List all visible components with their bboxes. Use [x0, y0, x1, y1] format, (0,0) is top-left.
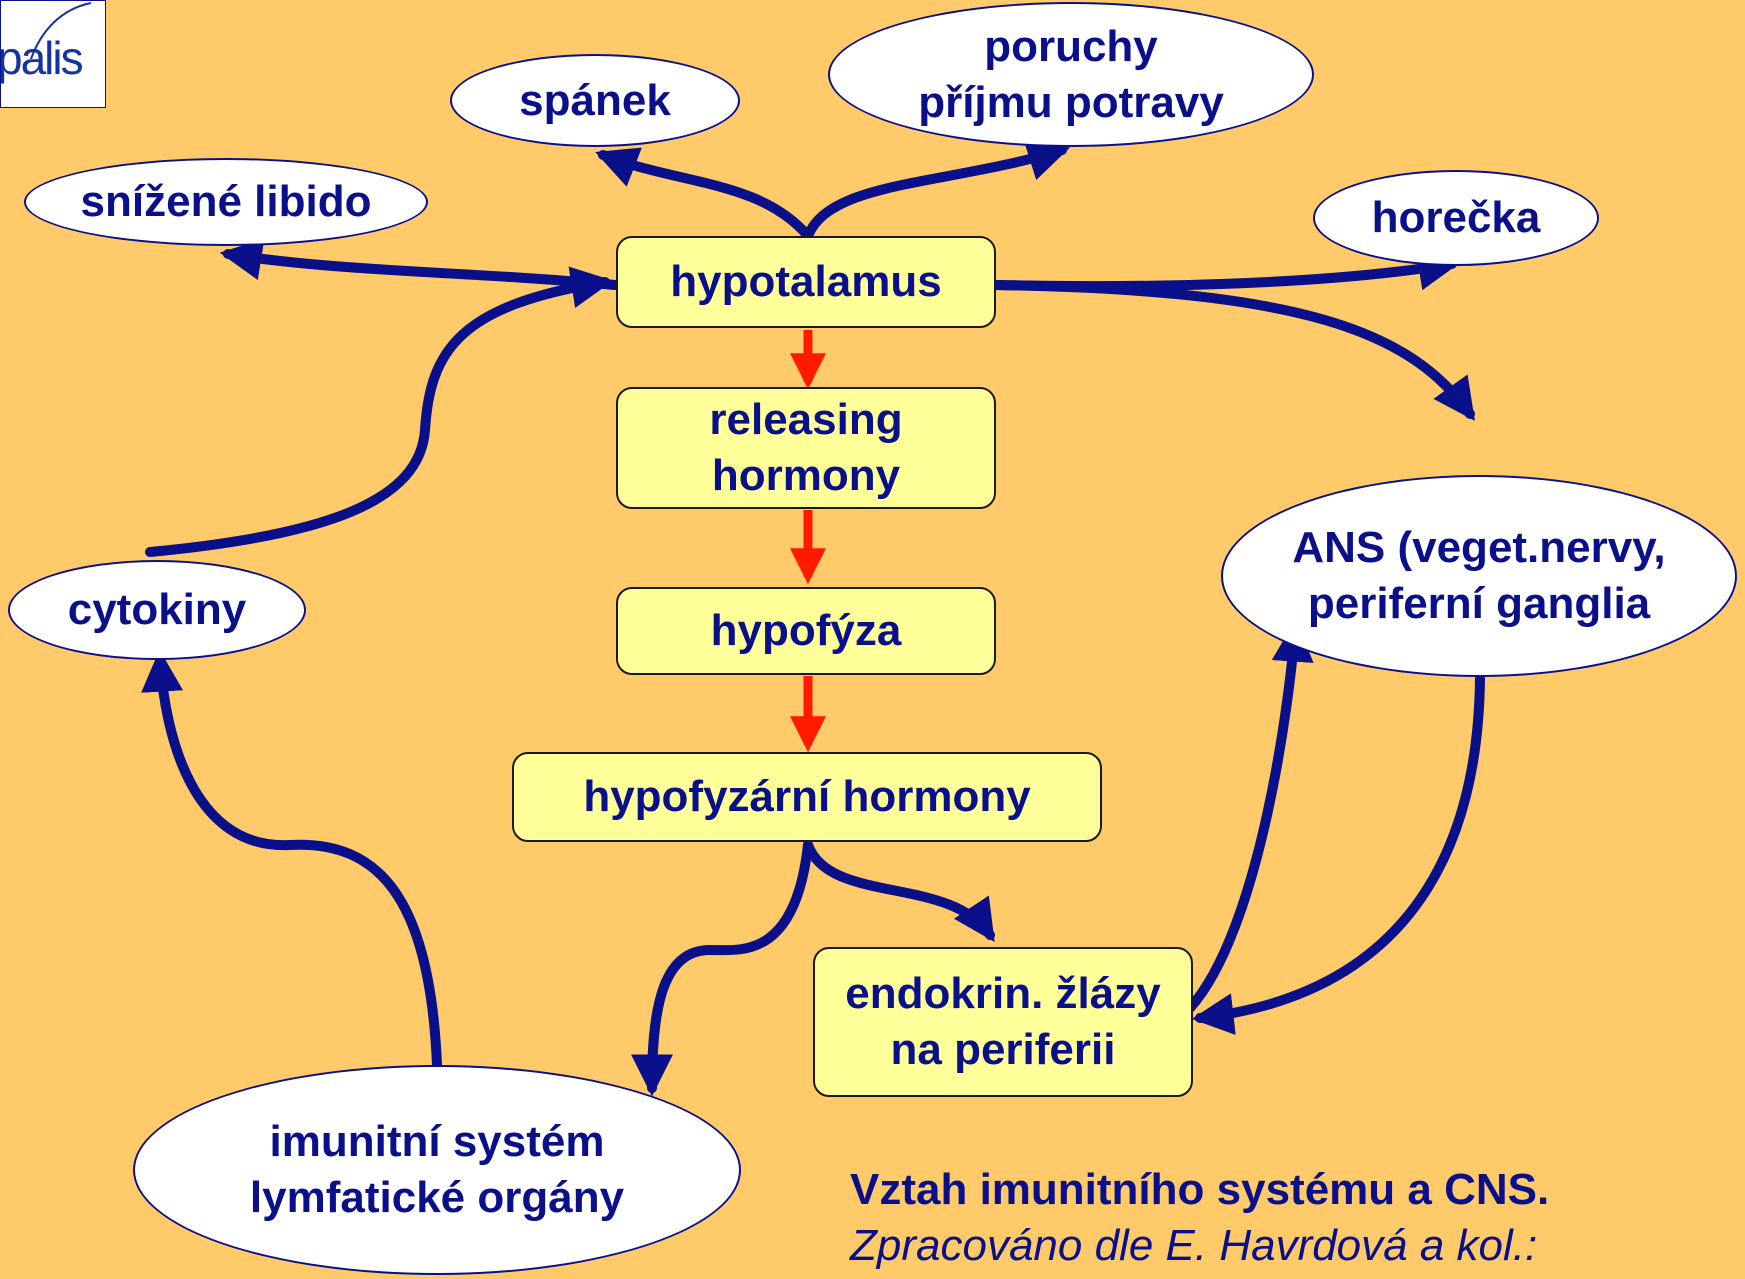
caption-title: Vztah imunitního systému a CNS. — [850, 1165, 1550, 1214]
node-releasing-hormony: releasing hormony — [616, 387, 996, 509]
node-spanek: spánek — [450, 54, 740, 147]
node-horecka: horečka — [1313, 170, 1599, 266]
node-spanek-label: spánek — [519, 75, 671, 125]
arrow-endokrin-to-ans — [1185, 619, 1314, 1013]
node-imunitni-line2: lymfatické orgány — [249, 1173, 625, 1222]
node-hypotalamus-label: hypotalamus — [670, 257, 942, 306]
arrow-imunitni-to-cytokiny — [141, 649, 442, 1070]
node-ans: ANS (veget.nervy, periferní ganglia — [1221, 475, 1737, 677]
logo-text: palis — [0, 32, 84, 84]
caption-source: Zpracováno dle E. Havrdová a kol.: — [850, 1221, 1538, 1270]
arrow-hypotalamus-to-poruchy — [803, 139, 1071, 241]
arrow-hypofyzarni-to-imunitni — [631, 840, 813, 1097]
node-ans-line1: ANS (veget.nervy, — [1292, 523, 1666, 572]
node-hypofyza: hypofýza — [616, 587, 996, 675]
node-poruchy-prijmu-potravy: poruchy příjmu potravy — [828, 2, 1314, 147]
node-cytokiny-label: cytokiny — [67, 585, 247, 634]
node-poruchy-line2: příjmu potravy — [918, 77, 1224, 127]
node-ans-line2: periferní ganglia — [1307, 579, 1651, 628]
node-imunitni-system: imunitní systém lymfatické orgány — [133, 1065, 741, 1275]
node-hypofyza-label: hypofýza — [710, 606, 902, 655]
arrow-hypotalamus-to-ans — [991, 280, 1475, 421]
node-endokrin-line2: na periferii — [890, 1025, 1116, 1074]
node-cytokiny: cytokiny — [8, 560, 306, 660]
arrow-hypotalamus-to-spanek — [595, 147, 813, 241]
node-releasing-line1: releasing — [709, 395, 903, 444]
node-releasing-line2: hormony — [711, 451, 901, 500]
node-imunitni-line1: imunitní systém — [269, 1117, 605, 1166]
arrow-ans-to-endokrin — [1191, 673, 1485, 1036]
caption: Vztah imunitního systému a CNS. Zpracová… — [850, 1162, 1549, 1274]
node-horecka-label: horečka — [1371, 193, 1541, 242]
node-libido-label: snížené libido — [80, 177, 372, 226]
palis-logo: palis — [0, 0, 106, 108]
arrow-cytokiny-to-hypotalamus — [145, 266, 614, 557]
node-hypotalamus: hypotalamus — [616, 236, 996, 328]
node-hypofyzarni-hormony: hypofyzární hormony — [512, 752, 1102, 842]
node-snizene-libido: snížené libido — [24, 158, 428, 246]
node-endokrin-zlazy: endokrin. žlázy na periferii — [813, 947, 1193, 1097]
node-hypofyzarni-label: hypofyzární hormony — [583, 772, 1031, 821]
arrow-hypofyzarni-to-endokrin — [803, 840, 995, 942]
logo-swoosh-icon — [30, 2, 92, 60]
node-poruchy-line1: poruchy — [984, 21, 1158, 71]
node-endokrin-line1: endokrin. žlázy — [845, 969, 1161, 1018]
arrow-hypotalamus-to-libido — [219, 238, 620, 290]
